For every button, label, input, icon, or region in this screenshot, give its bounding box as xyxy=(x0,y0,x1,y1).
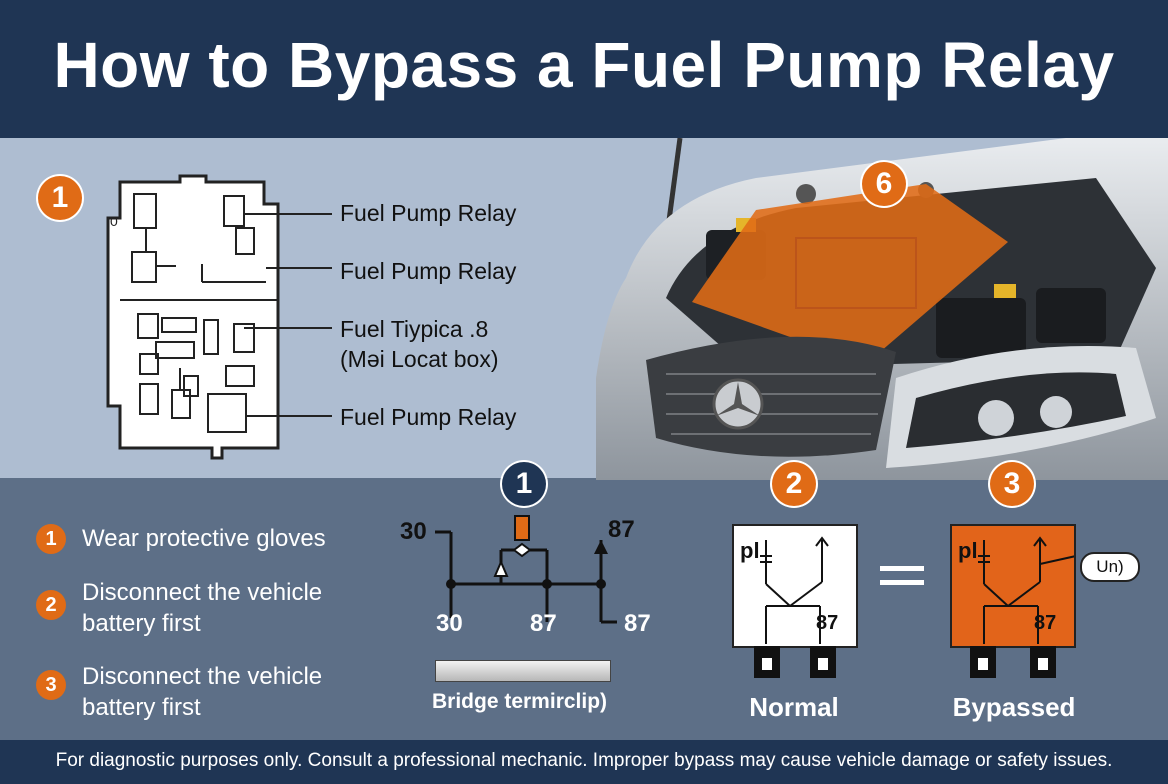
svg-text:0: 0 xyxy=(110,213,118,229)
relay-bypassed-pin-left xyxy=(970,646,996,678)
callout-fuel-pump-relay-3: Fuel Pump Relay xyxy=(340,404,517,430)
step-1-badge: 1 xyxy=(36,524,66,554)
callout-fuel-pump-relay-2: Fuel Pump Relay xyxy=(340,258,517,284)
bridge-terminal-clip xyxy=(435,660,611,682)
fusebox-step-badge: 1 xyxy=(38,176,82,220)
relay-bypassed-87-label: 87 xyxy=(1034,612,1057,634)
relay-bypassed-badge: 3 xyxy=(990,462,1034,506)
car-engine-illustration xyxy=(596,138,1168,480)
wire-label-bottom-right: 87 xyxy=(624,610,651,637)
callout-typical-location: Fuel Tiypica .8 xyxy=(340,316,489,342)
callout-location-box: (Məi Locat box) xyxy=(340,346,499,372)
wire-label-top-right: 87 xyxy=(608,516,635,543)
relay-normal-badge: 2 xyxy=(772,462,816,506)
relay-bypassed-tag: Un) xyxy=(1080,552,1140,582)
step-3-badge: 3 xyxy=(36,670,66,700)
wiring-step-badge: 1 xyxy=(502,462,546,506)
header-bar: How to Bypass a Fuel Pump Relay xyxy=(0,0,1168,138)
page-title: How to Bypass a Fuel Pump Relay xyxy=(53,29,1115,101)
relay-bypassed-caption: Bypassed xyxy=(952,692,1076,722)
relay-bypassed-pin-right xyxy=(1030,646,1056,678)
relay-normal-caption: Normal xyxy=(749,692,839,722)
equals-sign xyxy=(880,566,924,594)
relay-bypassed-pl-label: pl xyxy=(958,538,978,563)
step-1-text: Wear protective gloves xyxy=(82,525,326,552)
step-2-text: Disconnect the vehicle battery first xyxy=(82,579,323,637)
relay-normal-pin-right xyxy=(810,646,836,678)
relay-normal: pl 87 xyxy=(732,524,858,648)
callout-fuel-pump-relay-1: Fuel Pump Relay xyxy=(340,200,517,226)
wire-label-bottom-left: 30 xyxy=(436,610,463,637)
relay-normal-pin-left xyxy=(754,646,780,678)
fusebox-diagram: 0 xyxy=(106,174,280,460)
footer-bar: For diagnostic purposes only. Consult a … xyxy=(0,740,1168,784)
engine-step-badge: 6 xyxy=(862,162,906,206)
wire-label-bottom-mid: 87 xyxy=(530,610,557,637)
wire-label-top-left: 30 xyxy=(400,518,427,545)
relay-normal-pl-label: pl xyxy=(740,538,760,563)
step-2-badge: 2 xyxy=(36,590,66,620)
step-3-text: Disconnect the vehicle battery first xyxy=(82,663,323,721)
relay-normal-87-label: 87 xyxy=(816,612,839,634)
footer-disclaimer: For diagnostic purposes only. Consult a … xyxy=(55,750,1113,771)
wiring-diagram xyxy=(435,515,617,624)
callout-leaders xyxy=(244,213,332,417)
relay-bypassed: pl 87 xyxy=(950,524,1076,648)
bridge-label: Bridge termirclip) xyxy=(432,690,608,713)
